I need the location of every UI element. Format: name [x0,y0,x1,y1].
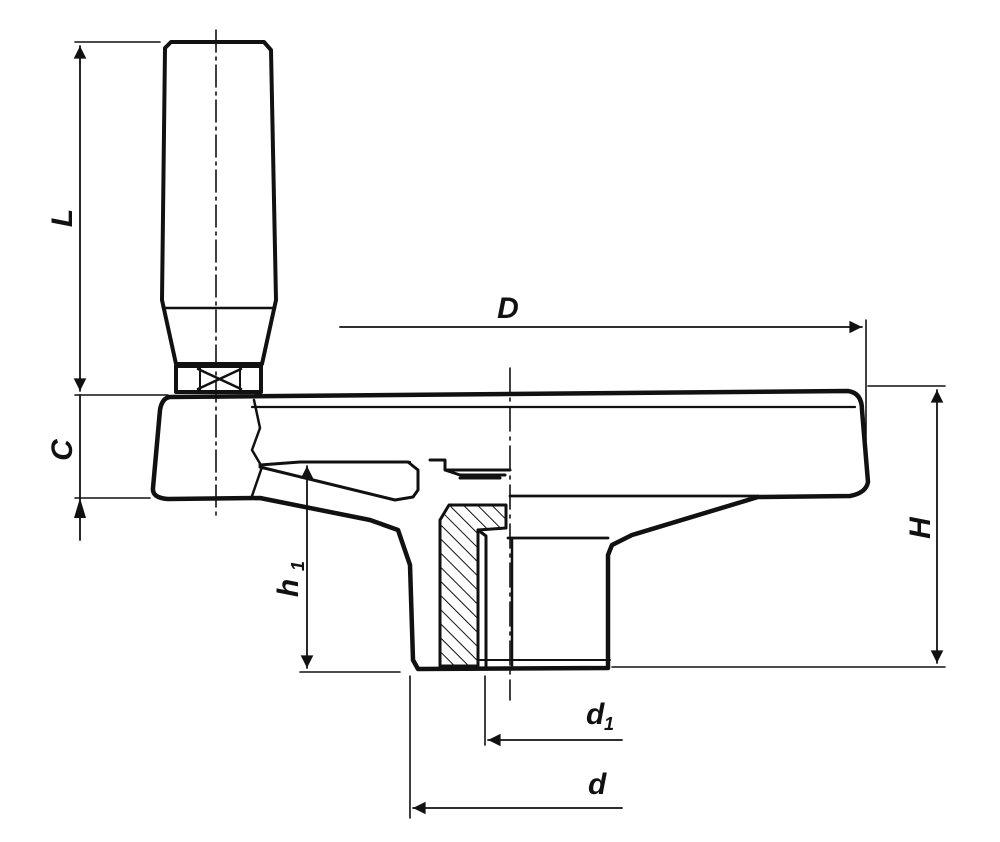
label-d1: d 1 [586,698,614,734]
svg-text:d: d [586,698,605,731]
svg-text:h: h [272,579,305,597]
label-C: C [46,438,79,461]
label-L: L [46,209,79,227]
label-H: H [904,516,937,539]
label-D: D [497,292,519,325]
label-d: d [588,768,607,801]
svg-text:1: 1 [604,714,614,734]
crank-handle [160,29,278,521]
svg-text:1: 1 [288,561,308,571]
extension-lines [74,41,946,819]
hatched-bushing [438,503,508,668]
label-h1: h 1 [272,561,308,597]
